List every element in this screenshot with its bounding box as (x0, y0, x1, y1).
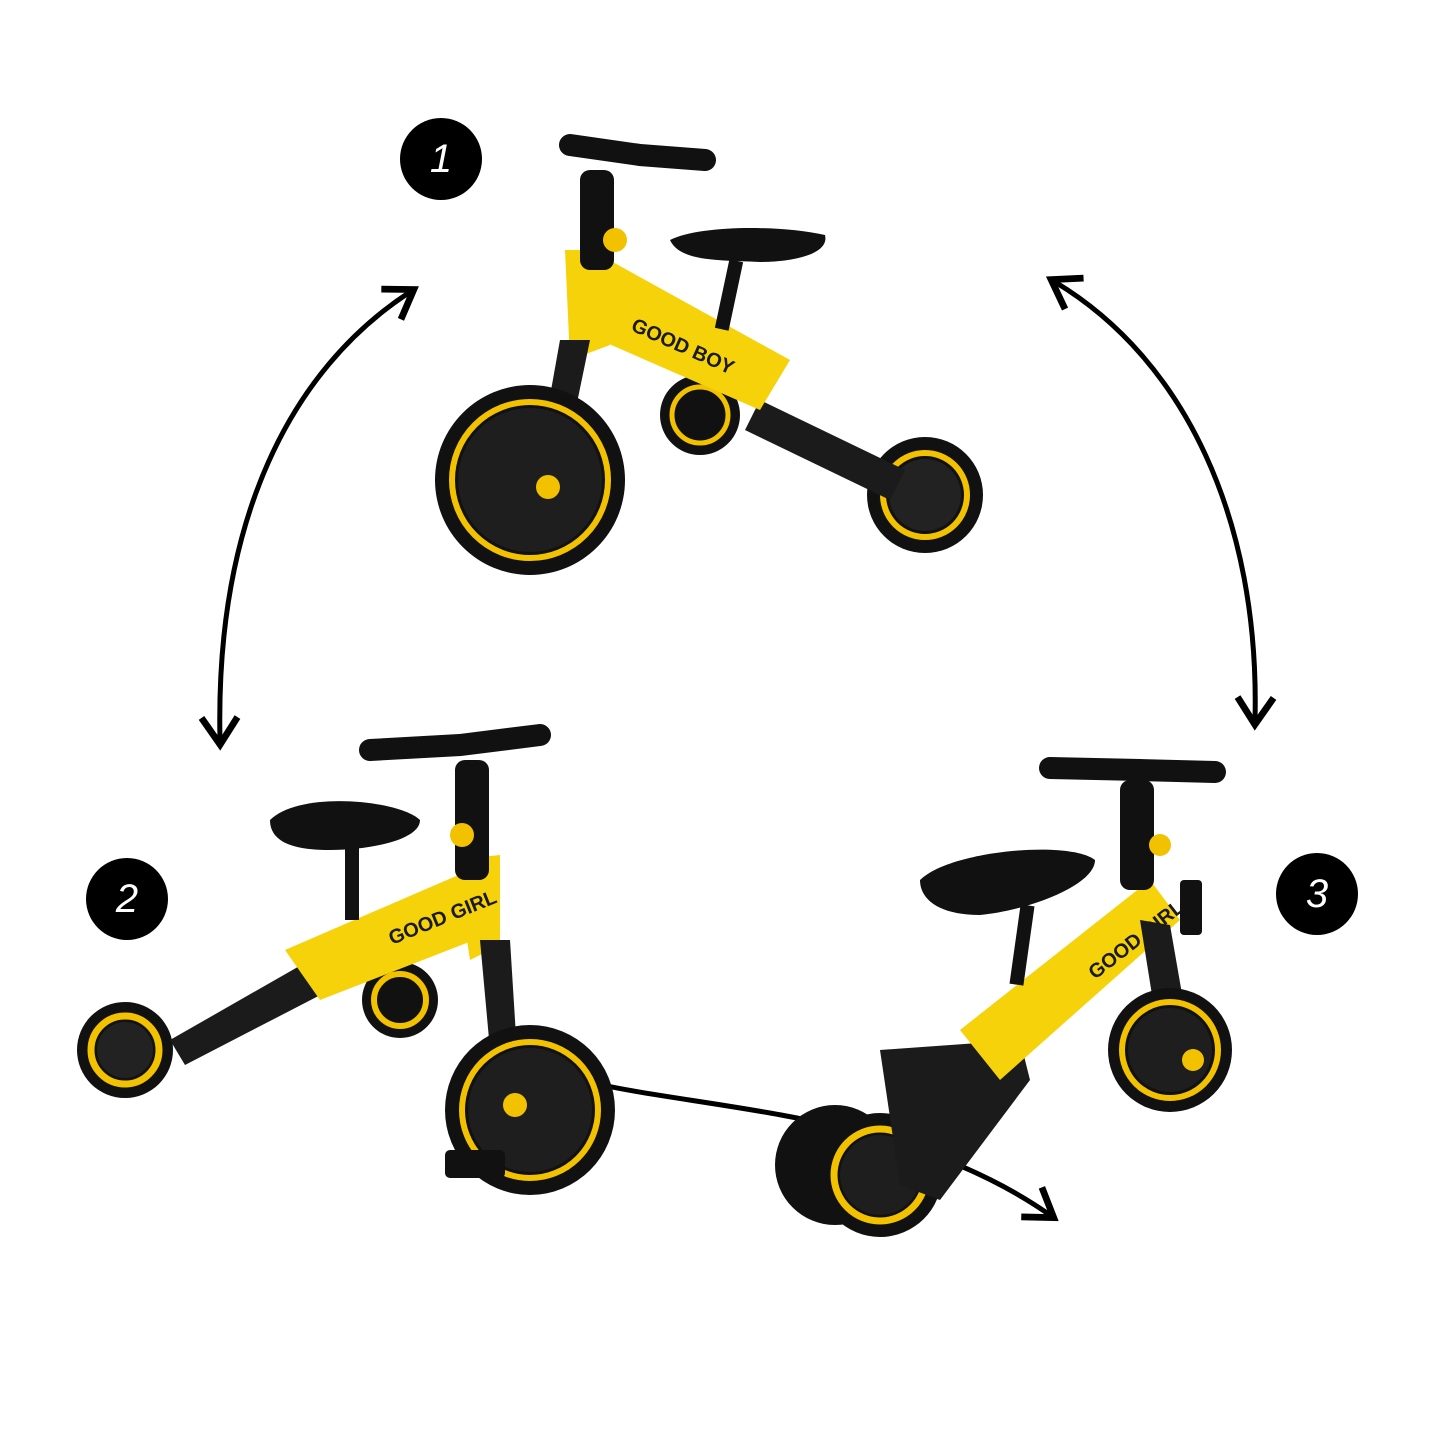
bike-1: GOOD BOY (435, 134, 983, 575)
step-number-1: 1 (429, 136, 453, 181)
step-badge-2: 2 (86, 858, 168, 940)
bike-3: GOOD GIRL (775, 757, 1232, 1237)
step-number-3: 3 (1305, 871, 1329, 916)
bike-2: GOOD GIRL (77, 724, 615, 1195)
step-badge-1: 1 (400, 118, 482, 200)
step-number-2: 2 (115, 876, 139, 921)
arrow-left-double (198, 285, 419, 751)
step-badge-3: 3 (1276, 853, 1358, 935)
arrow-right-double (1045, 274, 1277, 731)
